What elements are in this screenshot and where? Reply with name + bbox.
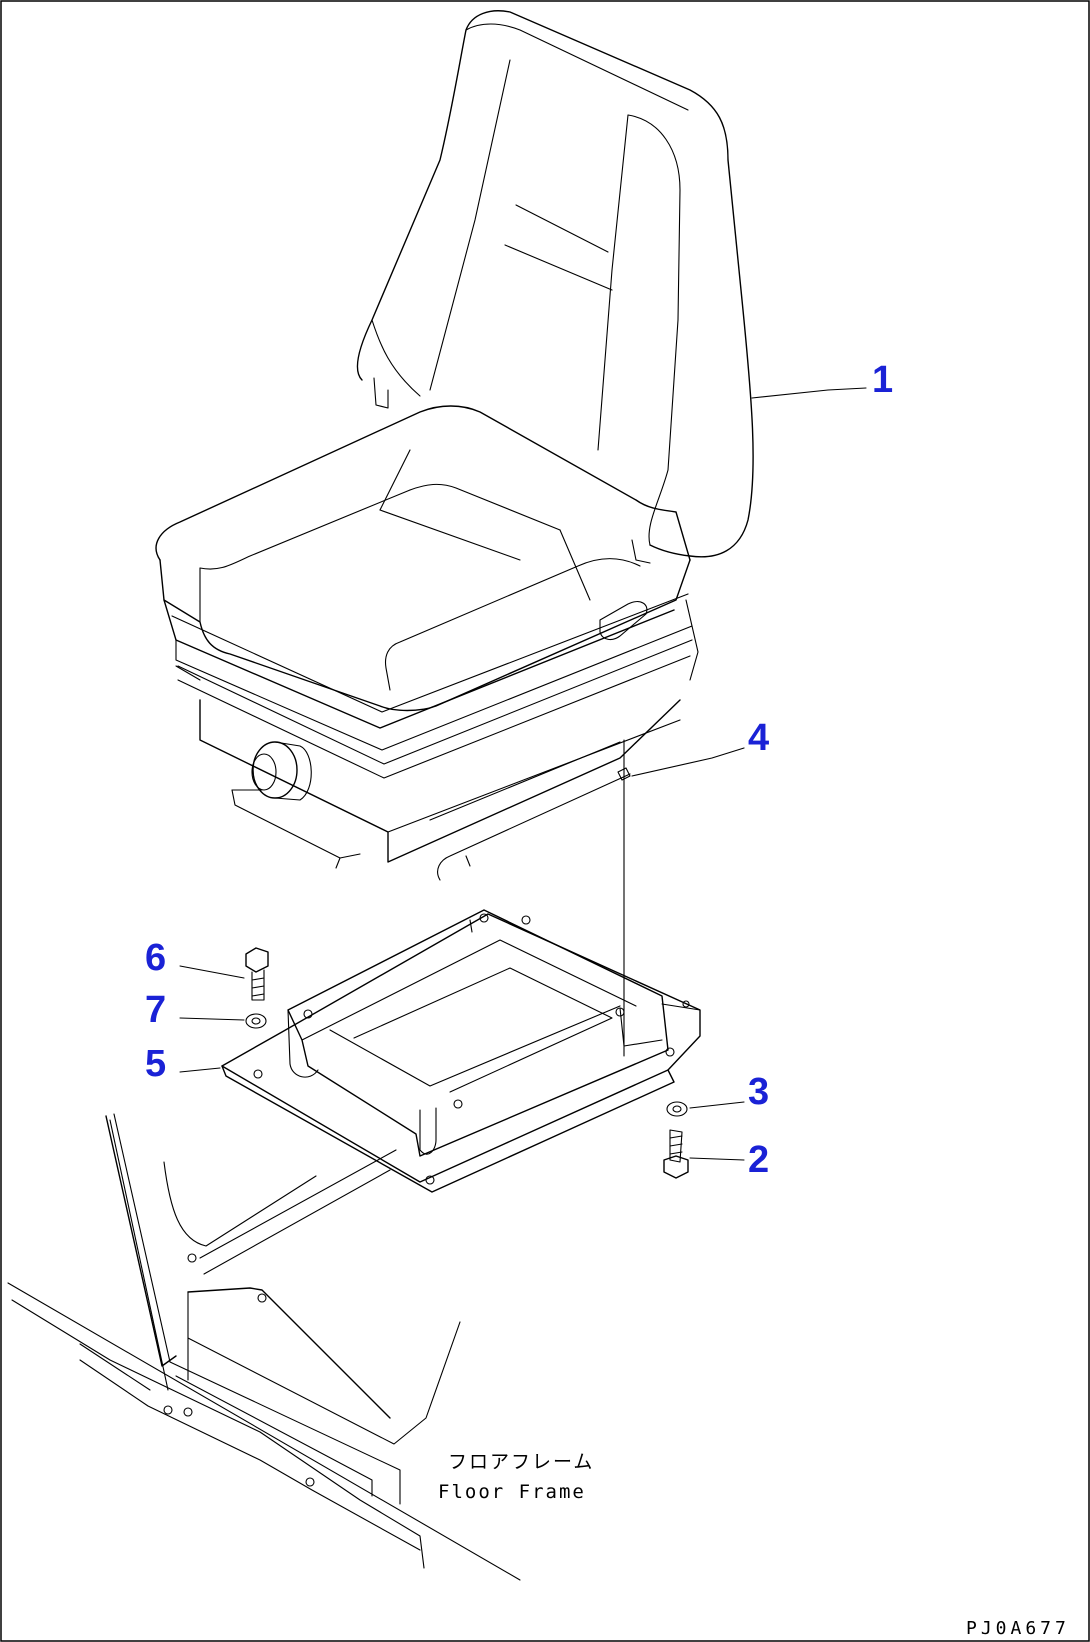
floor-frame-label-en: Floor Frame: [438, 1481, 586, 1503]
bolt-6: [245, 947, 269, 1001]
callout-1: 1: [872, 359, 893, 401]
seat-assembly: [155, 10, 754, 881]
fitting-4: [617, 739, 631, 1057]
callout-3: 3: [748, 1071, 769, 1113]
bolt-2: [663, 1129, 689, 1179]
floor-frame-label-jp: フロアフレーム: [448, 1451, 594, 1473]
washer-3: [666, 1101, 688, 1117]
leader-lines: [179, 387, 867, 1161]
leader-5: [179, 1067, 221, 1073]
callout-2: 2: [748, 1139, 769, 1181]
leader-7: [179, 1017, 245, 1021]
floor-frame: [7, 1113, 521, 1581]
leader-2: [689, 1157, 745, 1161]
leader-1: [751, 387, 867, 399]
leader-4: [631, 747, 745, 777]
seat-bracket: [221, 909, 701, 1193]
callout-5: 5: [145, 1043, 166, 1085]
leader-6: [179, 965, 245, 979]
callout-6: 6: [145, 937, 166, 979]
height-adjust-knob: [251, 741, 312, 801]
callout-7: 7: [145, 989, 166, 1031]
leader-3: [689, 1101, 745, 1109]
washer-7: [245, 1013, 267, 1029]
figure-code: PJ0A677: [966, 1618, 1070, 1639]
callout-4: 4: [748, 717, 769, 759]
